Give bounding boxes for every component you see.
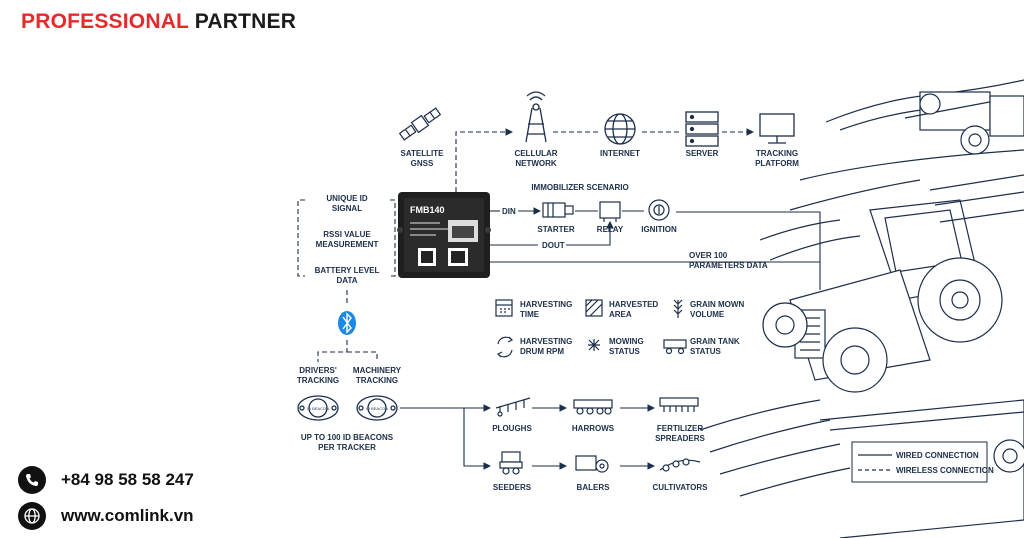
header-title-dark: PARTNER [194,10,297,33]
grain-mown-label-1: GRAIN MOWN [690,300,744,309]
grain-tank-label-1: GRAIN TANK [690,337,740,346]
seeder-icon [499,451,523,475]
grain-tank-icon [663,339,687,355]
beacon-driver-text: ID BEACON [307,406,329,411]
satellite-label-2: GNSS [411,159,434,168]
harvesting-drum-label-1: HARVESTING [520,337,572,346]
beacons-label-1: UP TO 100 ID BEACONS [301,433,394,442]
cultivator-icon [659,458,701,472]
calendar-icon [495,299,513,317]
phone-icon [18,466,46,494]
field-illustration [699,79,1024,538]
drivers-tracking-label-1: DRIVERS' [299,366,337,375]
starter-label: STARTER [537,225,574,234]
server-icon [685,111,719,147]
battery-label-1: BATTERY LEVEL [315,266,380,275]
ignition-icon [648,199,670,221]
legend-wireless: WIRELESS CONNECTION [896,466,994,475]
plough-icon [495,397,531,417]
harvesting-drum-label-2: DRUM RPM [520,347,564,356]
rssi-label-2: MEASUREMENT [316,240,379,249]
device-model: FMB140 [410,205,445,215]
header-title-red: PROFESSIONAL [21,10,189,33]
website-url: www.comlink.vn [61,506,194,525]
over100-label-1: OVER 100 [689,251,728,260]
balers-label: BALERS [577,483,611,492]
area-icon [585,299,603,317]
ignition-label: IGNITION [641,225,677,234]
ploughs-label: PLOUGHS [492,424,532,433]
server-label: SERVER [686,149,719,158]
page-header: PROFESSIONAL PARTNER [21,10,296,34]
mowing-status-label-2: STATUS [609,347,640,356]
baler-icon [575,455,609,473]
fertilizer-spreader-icon [659,397,699,412]
grain-tank-label-2: STATUS [690,347,721,356]
implement-links [400,404,656,470]
legend-wired: WIRED CONNECTION [896,451,979,460]
rssi-label-1: RSSI VALUE [323,230,371,239]
rotate-icon [496,336,514,358]
bluetooth-icon [338,311,356,335]
wireless-links [297,128,755,362]
fertilizer-label-2: SPREADERS [655,434,705,443]
cellular-label-2: NETWORK [515,159,557,168]
cultivators-label: CULTIVATORS [653,483,709,492]
harvesting-time-label-2: TIME [520,310,540,319]
seeders-label: SEEDERS [493,483,532,492]
beacon-driver-icon [297,395,339,421]
satellite-icon [398,107,442,141]
mowing-status-label-1: MOWING [609,337,644,346]
antenna-icon [525,91,547,143]
harvested-area-label-1: HARVESTED [609,300,658,309]
battery-label-2: DATA [336,276,357,285]
unique-id-label-2: SIGNAL [332,204,362,213]
wheat-icon [673,299,683,318]
harrows-label: HARROWS [572,424,615,433]
harvesting-time-label-1: HARVESTING [520,300,572,309]
beacon-machinery-text: ID BEACON [366,406,388,411]
grain-mown-label-2: VOLUME [690,310,725,319]
beacons-label-2: PER TRACKER [318,443,376,452]
relay-label: RELAY [597,225,624,234]
drivers-tracking-label-2: TRACKING [297,376,339,385]
tracking-platform-label-1: TRACKING [756,149,798,158]
satellite-label-1: SATELLITE [401,149,445,158]
over100-label-2: PARAMETERS DATA [689,261,768,270]
internet-label: INTERNET [600,149,640,158]
monitor-icon [759,113,795,144]
harvested-area-label-2: AREA [609,310,632,319]
mowing-icon [588,339,600,351]
contact-website[interactable]: www.comlink.vn [18,502,194,530]
fmb140-device: FMB140 [397,192,491,278]
starter-icon [542,202,574,218]
phone-number: +84 98 58 58 247 [61,470,194,489]
harrow-icon [573,399,613,415]
globe-icon [604,113,636,145]
wired-links [490,207,821,290]
machinery-tracking-label-2: TRACKING [356,376,398,385]
din-label: DIN [502,207,516,216]
unique-id-label-1: UNIQUE ID [326,194,368,203]
tracking-platform-label-2: PLATFORM [755,159,799,168]
beacon-machinery-icon [356,395,398,421]
legend: WIRED CONNECTION WIRELESS CONNECTION [851,441,994,483]
fertilizer-label-1: FERTILIZER [657,424,703,433]
dout-label: DOUT [542,241,565,250]
cellular-label-1: CELLULAR [514,149,557,158]
globe-icon [18,502,46,530]
contact-phone[interactable]: +84 98 58 58 247 [18,466,194,494]
relay-icon [599,201,621,222]
immobilizer-label: IMMOBILIZER SCENARIO [531,183,628,192]
machinery-tracking-label-1: MACHINERY [353,366,402,375]
